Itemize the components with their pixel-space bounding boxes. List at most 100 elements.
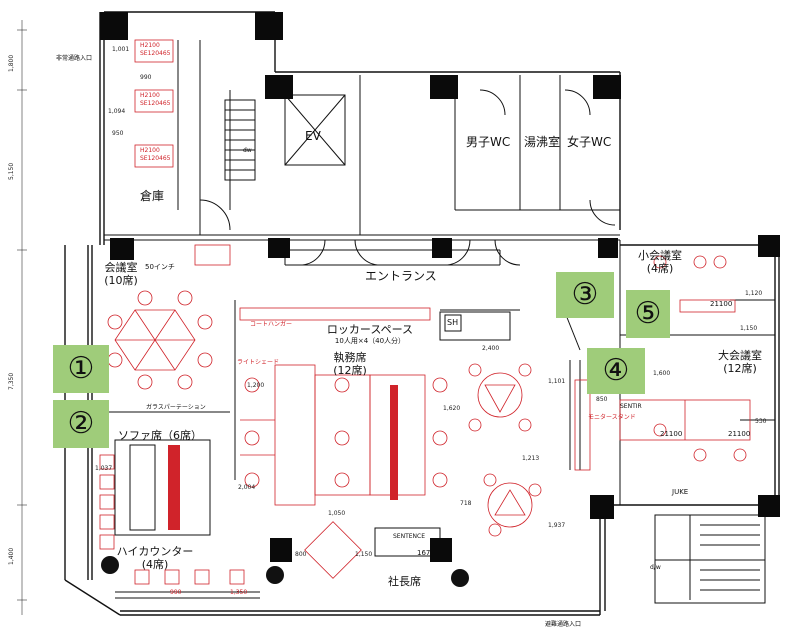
furniture-red-fill <box>168 385 398 530</box>
dim-850: 850 <box>596 396 608 403</box>
code-h1: H2100 <box>140 42 160 49</box>
dim-1050: 1,050 <box>328 510 346 517</box>
code-k2: 1,350 <box>230 589 248 596</box>
dim-1200: 1,200 <box>247 382 265 389</box>
column <box>268 238 290 258</box>
small-meeting-capacity: (4席) <box>646 261 674 275</box>
code-s3: SE120465 <box>140 155 171 162</box>
dim-800: 800 <box>295 551 307 558</box>
area-badge-2[interactable]: ② <box>53 400 109 448</box>
dim-1400: 1,400 <box>8 547 15 565</box>
label-dw: dw <box>243 147 252 154</box>
dim-1150b: 1,150 <box>740 325 758 332</box>
column <box>430 538 452 562</box>
locker-name: ロッカースペース <box>326 323 414 336</box>
dim-1937: 1,937 <box>548 522 566 529</box>
interior-walls <box>95 40 775 604</box>
label-coat-hanger: コートハンガー <box>250 321 293 328</box>
label-emergency-bottom: 避難通路入口 <box>545 621 582 628</box>
dim-7350: 7,350 <box>8 372 15 390</box>
code-k1: 990 <box>170 589 182 596</box>
dim-1213: 1,213 <box>522 455 540 462</box>
dim-1600: 1,600 <box>653 370 671 377</box>
code-h2: H2100 <box>140 92 160 99</box>
label-warehouse: 倉庫 <box>140 189 165 203</box>
high-counter-name: ハイカウンター <box>116 545 194 558</box>
dim-1001: 1,001 <box>112 46 130 53</box>
code-s1: SE120465 <box>140 50 171 57</box>
label-mens-wc: 男子WC <box>466 135 511 149</box>
small-meeting-name: 小会議室 <box>638 249 682 262</box>
label-monitor-stand: モニタースタンド <box>588 414 636 421</box>
dim-990: 990 <box>140 74 152 81</box>
code-desk: 167 <box>417 549 431 557</box>
column <box>590 495 614 519</box>
dim-1101: 1,101 <box>548 378 566 385</box>
column <box>270 538 292 562</box>
dim-1150: 1,150 <box>355 551 373 558</box>
label-president: 社長席 <box>388 575 421 588</box>
label-juke: JUKE <box>672 488 689 496</box>
chairs <box>107 255 747 537</box>
label-entrance: エントランス <box>365 269 437 283</box>
dim-2004: 2,004 <box>238 484 256 491</box>
label-large-meeting: 大会議室 (12席) <box>710 349 770 375</box>
column <box>432 238 452 258</box>
label-small-meeting: 小会議室 (4席) <box>630 249 690 275</box>
furniture-red <box>99 39 751 585</box>
dim-1094: 1,094 <box>108 108 126 115</box>
column <box>430 75 458 99</box>
dim-950: 950 <box>112 130 124 137</box>
code-mr-small: 21100 <box>710 300 733 308</box>
label-sh: SH <box>447 318 459 327</box>
label-50inch: 50インチ <box>145 263 175 271</box>
column <box>255 12 283 40</box>
code-h3: H2100 <box>140 147 160 154</box>
column <box>100 12 128 40</box>
label-meeting-room: 会議室 (10席) <box>96 261 146 287</box>
badge-4-number: ④ <box>602 353 630 388</box>
code-s2: SE120465 <box>140 100 171 107</box>
label-free-desks: 執務席 (12席) <box>320 351 380 377</box>
badge-3-number: ③ <box>571 277 599 312</box>
dim-1800: 1,800 <box>8 54 15 72</box>
dimension-axis <box>17 20 27 615</box>
column <box>593 75 621 99</box>
label-sentir: SENTIR <box>620 403 642 410</box>
dim-1037: 1,037 <box>95 465 113 472</box>
large-meeting-capacity: (12席) <box>723 361 757 375</box>
area-badge-1[interactable]: ① <box>53 345 109 393</box>
label-sofa: ソファ席（6席） <box>118 429 202 442</box>
dim-530: 530 <box>755 418 767 425</box>
dim-718: 718 <box>460 500 472 507</box>
label-locker: ロッカースペース 10人用×4（40人分） <box>320 323 420 345</box>
badge-2-number: ② <box>67 406 95 441</box>
column <box>110 238 134 260</box>
meeting-room-capacity: (10席) <box>104 273 138 287</box>
area-badge-5[interactable]: ⑤ <box>626 290 670 338</box>
plants <box>101 556 469 587</box>
label-high-counter: ハイカウンター (4席) <box>105 545 205 571</box>
code-mr-large2: 21100 <box>728 430 751 438</box>
code-mr-large1: 21100 <box>660 430 683 438</box>
locker-capacity: 10人用×4（40人分） <box>334 336 406 345</box>
dim-2400: 2,400 <box>482 345 500 352</box>
label-sentence: SENTENCE <box>393 533 426 540</box>
free-desks-capacity: (12席) <box>333 363 367 377</box>
area-badge-3[interactable]: ③ <box>556 272 614 318</box>
column <box>758 495 780 517</box>
dim-5150: 5,150 <box>8 162 15 180</box>
column <box>758 235 780 257</box>
column <box>265 75 293 99</box>
label-glass-partition: ガラスパーテーション <box>146 404 206 411</box>
column <box>598 238 618 258</box>
area-badge-4[interactable]: ④ <box>587 348 645 394</box>
dim-1120: 1,120 <box>745 290 763 297</box>
badge-1-number: ① <box>67 351 95 386</box>
dim-1620: 1,620 <box>443 405 461 412</box>
label-elevator: EV <box>305 129 321 143</box>
label-emergency-top: 非常通路入口 <box>56 55 93 62</box>
label-dw2: d/w <box>650 564 661 571</box>
label-light-shelf: ライトシェード <box>237 359 280 366</box>
